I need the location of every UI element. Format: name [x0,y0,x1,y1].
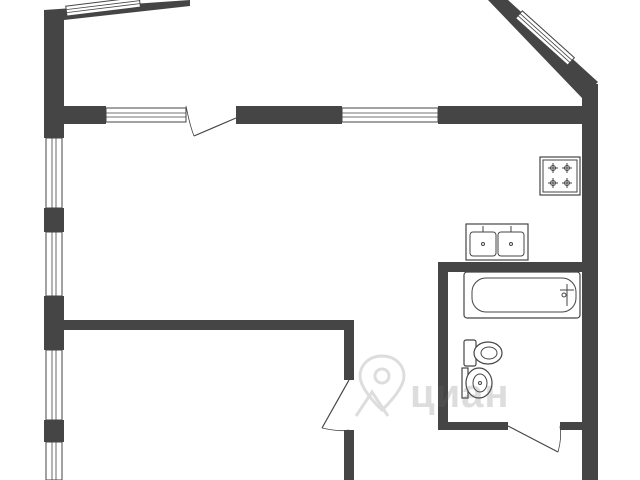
bathroom-bottom-wall-left [438,422,508,430]
door-lower-left-room [321,379,350,432]
lower-room-right-wall-upper [344,320,354,380]
bathtub-icon [463,271,581,319]
bathroom-top-wall [438,262,590,272]
door-upper-partition [185,105,237,137]
upper-partition-wall-right [438,106,590,124]
window-upper-right [514,10,576,66]
left-outer-wall-top [44,10,64,136]
toilet-icon [463,339,503,367]
left-outer-wall-seg1 [44,124,64,138]
window-partition-left [105,107,187,123]
lower-room-right-wall-lower [344,430,354,480]
upper-partition-wall-mid [236,106,342,124]
left-outer-wall-seg3 [44,296,64,350]
right-outer-wall [582,84,598,480]
window-top-left [65,0,141,17]
walls [44,0,598,480]
upper-right-diagonal-wall [488,0,598,98]
bathroom-bottom-wall-right [560,422,590,430]
window-left-2 [45,231,63,297]
doors [185,105,562,453]
door-bathroom [507,425,562,453]
upper-partition-wall-left [44,106,106,124]
left-outer-wall-seg4 [44,420,64,442]
window-left-3 [45,349,63,421]
fixtures [461,156,581,399]
double-sink-icon [465,223,529,261]
window-left-4 [45,441,63,480]
lower-room-top-wall [64,320,354,330]
washbasin-icon [461,367,493,399]
windows [45,0,576,480]
window-left-1 [45,137,63,209]
bathroom-left-wall [438,262,448,430]
left-outer-wall-seg2 [44,208,64,232]
stove-icon [539,156,581,196]
window-partition-right [341,107,439,123]
